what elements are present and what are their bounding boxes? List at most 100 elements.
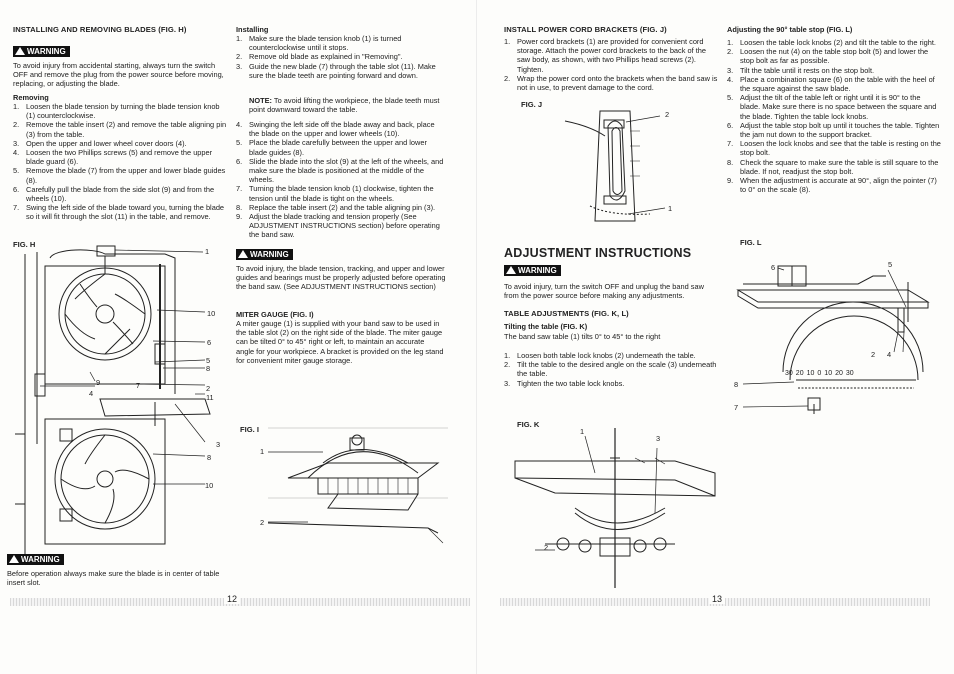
fig-l-callout-6: 6 xyxy=(771,263,776,272)
step-number: 7. xyxy=(727,139,734,149)
fig-j-callout-1: 1 xyxy=(668,204,673,213)
step-text: Place the blade carefully between the up… xyxy=(249,138,427,157)
list-item: 1. Power cord brackets (1) are provided f… xyxy=(504,37,718,74)
fig-l-90-degree-stop-illustration xyxy=(736,265,930,414)
scale-label: 30 xyxy=(785,370,793,377)
step-number: 4. xyxy=(236,120,243,129)
step-number: 5. xyxy=(13,166,20,176)
note-paragraph: NOTE: To avoid lifting the workpiece, th… xyxy=(249,96,445,114)
fig-j-label: FIG. J xyxy=(521,100,543,109)
list-item: 3.Tilt the table until it rests on the s… xyxy=(727,66,941,75)
scale-label: 20 xyxy=(835,370,843,377)
list-item: 2.Tilt the table to the desired angle on… xyxy=(504,360,718,378)
section-heading-power-cord: INSTALL POWER CORD BRACKETS (FIG. J) xyxy=(504,25,667,34)
warning-triangle-icon xyxy=(506,266,516,274)
fig-k-label: FIG. K xyxy=(517,420,540,429)
miter-gauge-text: A miter gauge (1) is supplied with your … xyxy=(236,319,444,365)
step-number: 1. xyxy=(727,38,734,47)
fig-i-miter-gauge-illustration xyxy=(267,427,448,544)
subheading-removing: Removing xyxy=(13,93,49,102)
step-number: 3. xyxy=(504,378,511,388)
step-text: Loosen both table lock knobs (2) underne… xyxy=(517,351,696,360)
fig-h-callout-5: 5 xyxy=(206,356,211,365)
step-text: Loosen the lock knobs and see that the t… xyxy=(740,139,941,158)
step-text: Adjust the blade tracking and tension pr… xyxy=(249,212,440,240)
note-text: To avoid lifting the workpiece, the blad… xyxy=(249,96,440,115)
subheading-installing: Installing xyxy=(236,25,269,34)
warning-text-2: To avoid injury, the blade tension, trac… xyxy=(236,264,446,292)
step-number: 4. xyxy=(727,74,734,84)
step-number: 1. xyxy=(504,351,511,360)
step-text: Loosen the table lock knobs (2) and tilt… xyxy=(740,38,936,47)
step-number: 8. xyxy=(236,202,243,212)
fig-h-bandsaw-illustration xyxy=(15,245,211,559)
warning-text-3: To avoid injury, turn the switch OFF and… xyxy=(504,282,704,301)
fig-h-callout-6: 6 xyxy=(207,338,212,347)
step-text: Wrap the power cord onto the brackets wh… xyxy=(517,73,718,93)
step-text: Swinging the left side off the blade awa… xyxy=(249,120,435,139)
step-number: 2. xyxy=(727,47,734,57)
list-item: 7. Loosen the lock knobs and see that the… xyxy=(727,139,941,157)
installing-steps-list-b: 4. Swinging the left side off the blade a… xyxy=(236,120,446,240)
subheading-table-stop: Adjusting the 90° table stop (FIG. L) xyxy=(727,25,853,34)
page-number-right: 13 xyxy=(709,594,726,604)
bottom-warning-text: Before operation always make sure the bl… xyxy=(7,569,220,588)
list-item: 6.Carefully pull the blade from the side… xyxy=(13,185,228,203)
step-text: Open the upper and lower wheel cover doo… xyxy=(26,138,187,148)
step-text: Loosen the two Phillips screws (5) and r… xyxy=(26,148,213,167)
step-number: 1. xyxy=(236,34,243,43)
warning-triangle-icon xyxy=(9,555,19,563)
step-number: 1. xyxy=(13,102,20,111)
step-text: Power cord brackets (1) are provided for… xyxy=(517,37,706,74)
fig-h-label: FIG. H xyxy=(13,240,36,249)
fig-h-callout-10b: 10 xyxy=(205,481,214,490)
step-number: 2. xyxy=(236,52,243,62)
fig-h-callout-3: 3 xyxy=(216,440,221,449)
step-number: 3. xyxy=(236,61,243,71)
step-number: 7. xyxy=(13,203,20,213)
list-item: 4.Place a combination square (6) on the … xyxy=(727,75,941,93)
scale-label: 30 xyxy=(845,370,854,377)
step-number: 9. xyxy=(236,212,243,222)
fig-l-label: FIG. L xyxy=(740,238,762,247)
scale-label: 10 xyxy=(806,370,815,377)
step-text: Carefully pull the blade from the side s… xyxy=(26,184,215,204)
step-number: 3. xyxy=(13,138,20,148)
scale-label: 20 xyxy=(795,370,804,377)
page-number-left: 12 xyxy=(224,594,241,604)
fig-h-callout-9: 9 xyxy=(96,378,101,387)
list-item: 7. Swing the left side of the blade towar… xyxy=(13,203,228,221)
step-text: Swing the left side of the blade toward … xyxy=(26,203,225,222)
step-number: 5. xyxy=(236,138,243,148)
fig-l-callout-8: 8 xyxy=(734,380,739,389)
list-item: 7.Turning the blade tension knob (1) clo… xyxy=(236,184,446,202)
subheading-tilting: Tilting the table (FIG. K) xyxy=(504,322,588,331)
tilting-intro: The band saw table (1) tilts 0° to 45° t… xyxy=(504,332,661,341)
fig-i-callout-1: 1 xyxy=(260,447,265,456)
list-item: 1. Loosen the table lock knobs (2) and ti… xyxy=(727,38,941,47)
list-item: 5.Remove the blade (7) from the upper an… xyxy=(13,166,228,184)
fig-i-callout-2: 2 xyxy=(260,518,265,527)
cord-steps-list: 1. Power cord brackets (1) are provided f… xyxy=(504,37,718,92)
section-heading-table-adjustments: TABLE ADJUSTMENTS (FIG. K, L) xyxy=(504,309,629,318)
table-stop-steps-list: 1. Loosen the table lock knobs (2) and ti… xyxy=(727,38,941,194)
fig-h-callout-10: 10 xyxy=(207,309,216,318)
step-text: Remove old blade as explained in "Removi… xyxy=(249,52,403,62)
step-text: Loosen the nut (4) on the table stop bol… xyxy=(740,47,929,66)
step-text: Adjust the tilt of the table left or rig… xyxy=(740,93,937,121)
step-number: 1. xyxy=(504,37,511,46)
list-item: 4.Loosen the two Phillips screws (5) and… xyxy=(13,148,228,166)
step-number: 8. xyxy=(727,157,734,167)
step-text: Remove the table insert (2) and remove t… xyxy=(26,120,227,139)
fig-l-callout-2: 2 xyxy=(871,350,876,359)
list-item: 1.Make sure the blade tension knob (1) i… xyxy=(236,34,446,52)
tilting-steps-list: 1. Loosen both table lock knobs (2) under… xyxy=(504,351,718,388)
fig-j-cord-bracket-illustration xyxy=(564,110,666,222)
step-text: Loosen the blade tension by turning the … xyxy=(26,102,220,121)
bottom-warning-badge: WARNING xyxy=(7,554,64,565)
step-text: Check the square to make sure the table … xyxy=(740,157,939,176)
list-item: 1. Loosen both table lock knobs (2) under… xyxy=(504,351,718,360)
warning-triangle-icon xyxy=(238,250,248,258)
warning-badge-3: WARNING xyxy=(504,265,561,276)
